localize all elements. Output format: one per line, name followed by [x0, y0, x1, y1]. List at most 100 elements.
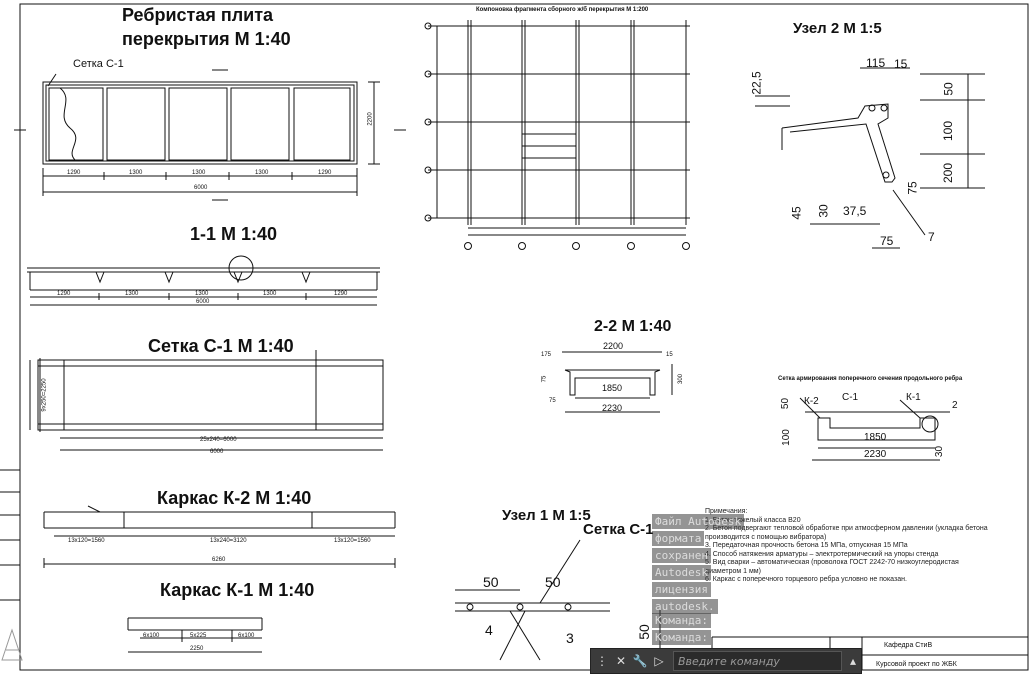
prompt-icon[interactable]: ▷ — [654, 654, 664, 668]
mesh-c1 — [29, 350, 384, 451]
rib-side-30: 30 — [934, 445, 946, 458]
frame-k2 — [43, 505, 396, 568]
sheet-frame — [19, 3, 1029, 671]
sec11-bay-2: 1300 — [125, 291, 139, 297]
section-2-2 — [562, 351, 673, 413]
k1-seg-1: 6x100 — [143, 633, 160, 639]
rib-callout-2: 2 — [952, 400, 958, 411]
mesh-c1-leader-label: Сетка С-1 — [73, 58, 124, 70]
slab-bay-2: 1300 — [129, 170, 143, 176]
title-frame-k2: Каркас К-2 М 1:40 — [157, 488, 312, 508]
node2-dim-75b: 75 — [880, 234, 894, 248]
node1-callout-4: 4 — [485, 622, 493, 638]
node2-dim-115: 115 — [866, 56, 886, 70]
title-frame-k1: Каркас К-1 М 1:40 — [160, 580, 315, 600]
sec22-side-300: 300 — [678, 373, 685, 385]
node1-mesh-label: Сетка С-1 — [583, 521, 654, 538]
node1-dim-50a: 50 — [483, 574, 499, 590]
autocad-overlay-line1: Файл Autodesk — [652, 514, 745, 529]
node1-detail — [455, 539, 661, 661]
command-input[interactable]: Введите команду — [673, 651, 842, 671]
node2-dim-15: 15 — [894, 57, 908, 71]
title-rib-section: Сетка армирования поперечного сечения пр… — [778, 376, 963, 382]
command-history-1: Команда: — [652, 613, 711, 628]
node2-dim-50: 50 — [941, 82, 956, 96]
autocad-overlay-line3: сохранен — [652, 548, 711, 563]
k2-total: 6260 — [212, 557, 226, 563]
autocad-overlay-line5: лицензия — [652, 582, 711, 597]
node2-dim-37-5: 37,5 — [843, 204, 867, 218]
mesh-left-dim: 9x250=2250 — [41, 378, 48, 412]
node2-dim-22-5: 22,5 — [749, 71, 764, 95]
title-node1: Узел 1 М 1:5 — [502, 507, 591, 524]
node1-dim-50b: 50 — [545, 574, 561, 590]
notes-heading: Примечания: — [705, 508, 748, 515]
frame-k1 — [127, 617, 263, 653]
k2-seg-2: 13x240=3120 — [210, 538, 247, 544]
node2-dim-45: 45 — [789, 206, 804, 220]
sec11-bay-1: 1290 — [57, 291, 71, 297]
title-main-line1: Ребристая плита — [122, 5, 274, 25]
sec22-side-75a: 75 — [541, 375, 548, 383]
sec22-bottom: 2230 — [602, 403, 623, 413]
sec11-total: 6000 — [196, 299, 210, 305]
command-line-bar: ⋮ ✕ 🔧 ▷ Введите команду ▴ — [590, 648, 862, 674]
chevron-up-icon[interactable]: ▴ — [849, 654, 857, 668]
rib-inner: 1850 — [864, 432, 887, 443]
title-section-2-2: 2-2 М 1:40 — [594, 318, 672, 335]
note-4: 4. Способ натяжения арматуры – электроте… — [705, 550, 939, 558]
close-icon[interactable]: ✕ — [615, 654, 627, 668]
sec11-bay-3: 1300 — [195, 291, 209, 297]
sec11-bay-4: 1300 — [263, 291, 277, 297]
title-block-project: Курсовой проект по ЖБК — [876, 661, 957, 668]
rib-side-100: 100 — [780, 429, 792, 446]
mesh-bottom-dim: 25x240=6000 — [200, 437, 237, 443]
slab-height: 2200 — [367, 112, 374, 126]
wrench-icon[interactable]: 🔧 — [632, 654, 648, 668]
notes-block: Примечания: 1. Бетон тяжелый класса В20 … — [705, 508, 995, 585]
rib-label-c1: С-1 — [842, 392, 859, 403]
title-section-1-1: 1-1 М 1:40 — [190, 224, 278, 244]
k2-seg-3: 13x120=1560 — [334, 538, 371, 544]
k1-seg-3: 6x100 — [238, 633, 255, 639]
slab-total: 6000 — [194, 185, 208, 191]
node2-dim-75a: 75 — [905, 181, 920, 195]
rib-label-k2: К-2 — [804, 396, 819, 407]
drag-handle-icon[interactable]: ⋮ — [596, 654, 608, 668]
k2-seg-1: 13x120=1560 — [68, 538, 105, 544]
rib-side-50: 50 — [780, 397, 792, 410]
note-6: 6. Каркас с поперечного торцевого ребра … — [705, 576, 907, 583]
title-mesh-c1: Сетка С-1 М 1:40 — [148, 336, 294, 356]
sec11-bay-5: 1290 — [334, 291, 348, 297]
note-1: 1. Бетон тяжелый класса В20 — [705, 516, 801, 524]
mesh-total-dim: 6000 — [210, 449, 224, 455]
slab-plan — [14, 69, 406, 201]
node2-dim-100: 100 — [941, 120, 956, 142]
sec22-top: 2200 — [603, 341, 624, 351]
floor-plan-grid — [424, 20, 690, 250]
section-1-1 — [27, 255, 380, 306]
autocad-overlay-line2: формата — [652, 531, 705, 546]
autocad-overlay-line6: autodesk. — [652, 599, 718, 614]
note-3: 3. Передаточная прочность бетона 15 МПа,… — [705, 542, 908, 549]
slab-bay-3: 1300 — [192, 170, 206, 176]
node2-dim-30: 30 — [816, 204, 831, 218]
node2-detail — [755, 67, 985, 249]
note-5: 5. Вид сварки – автоматическая (проволок… — [705, 559, 959, 575]
node2-dim-200: 200 — [941, 162, 956, 184]
k1-seg-2: 5x225 — [190, 633, 207, 639]
rib-label-k1: К-1 — [906, 392, 921, 403]
sec22-inner: 1850 — [602, 383, 623, 393]
slab-bay-5: 1290 — [318, 170, 332, 176]
sec22-side-15: 15 — [666, 352, 673, 358]
title-block-dept: Кафедра СтиВ — [884, 642, 933, 649]
node1-dim-50c: 50 — [635, 624, 652, 640]
command-history-2: Команда: — [652, 630, 711, 645]
rib-section-detail — [799, 397, 950, 461]
rib-bottom: 2230 — [864, 449, 887, 460]
title-node2: Узел 2 М 1:5 — [793, 20, 882, 37]
autocad-overlay-line4: Autodesk — [652, 565, 711, 580]
slab-bay-1: 1290 — [67, 170, 81, 176]
title-main-line2: перекрытия М 1:40 — [122, 29, 291, 49]
